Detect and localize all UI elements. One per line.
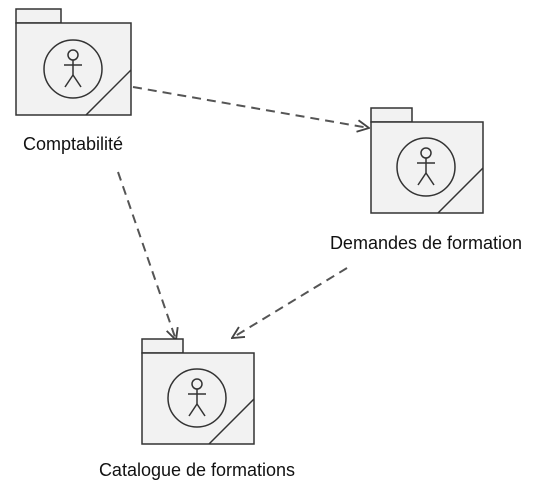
dependency-demandes-to-catalogue[interactable] <box>232 267 348 338</box>
actor-icon <box>43 39 103 99</box>
package-demandes-de-formation[interactable]: Demandes de formation <box>330 107 522 253</box>
package-comptabilite[interactable]: Comptabilité <box>15 8 132 154</box>
actor-icon <box>396 137 456 197</box>
package-label: Demandes de formation <box>330 233 522 253</box>
actor-icon <box>167 368 227 428</box>
package-label: Catalogue de formations <box>99 460 295 480</box>
dependency-comptabilite-to-catalogue[interactable] <box>117 171 176 340</box>
dependency-comptabilite-to-demandes[interactable] <box>132 86 369 128</box>
package-corner-line <box>208 398 255 445</box>
package-tab <box>141 338 184 354</box>
package-tab <box>15 8 62 24</box>
package-corner-line <box>85 69 132 116</box>
package-catalogue-de-formations[interactable]: Catalogue de formations <box>99 338 295 480</box>
package-corner-line <box>437 167 484 214</box>
package-tab <box>370 107 413 123</box>
package-label: Comptabilité <box>23 134 123 154</box>
